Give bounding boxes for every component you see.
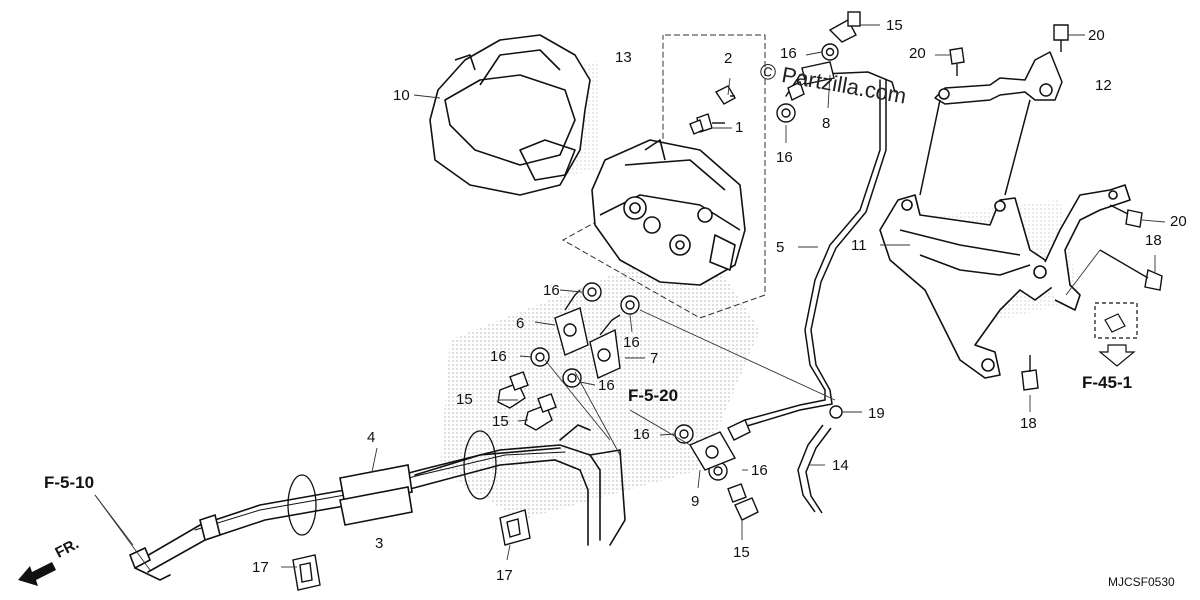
callout-16-top: 16 [780, 45, 797, 62]
callout-15-mid-b: 15 [492, 413, 509, 430]
callout-12: 12 [1095, 77, 1112, 94]
reference-f-45-1[interactable]: F-45-1 [1082, 373, 1133, 392]
brake-pipe [734, 71, 896, 427]
callout-6: 6 [516, 315, 525, 332]
upper-bracket [919, 51, 1063, 196]
callout-15-lower-right: 15 [733, 544, 750, 561]
reference-box [1094, 302, 1138, 367]
callout-1: 1 [735, 119, 744, 136]
cover-part [429, 34, 591, 196]
callout-17-right: 17 [496, 567, 513, 584]
callout-18-upper: 18 [1145, 232, 1162, 249]
callout-16-mod-a: 16 [543, 282, 560, 299]
reference-f-5-20[interactable]: F-5-20 [628, 386, 679, 405]
vent-tube [797, 424, 832, 514]
callout-11: 11 [851, 237, 867, 254]
callout-4: 4 [367, 429, 376, 446]
callout-15-top: 15 [886, 17, 903, 34]
callout-15-mid-a: 15 [456, 391, 473, 408]
callout-18-lower: 18 [1020, 415, 1037, 432]
diagram-code: MJCSF0530 [1108, 575, 1175, 589]
callout-9: 9 [691, 493, 700, 510]
sealing-washers [530, 43, 839, 481]
hose-grommets [287, 430, 497, 536]
callout-5: 5 [776, 239, 785, 256]
front-arrow-icon [18, 562, 56, 586]
mounting-bolts [949, 24, 1163, 391]
callout-10: 10 [393, 87, 410, 104]
callout-14: 14 [832, 457, 849, 474]
callout-8: 8 [822, 115, 831, 132]
callout-19: 19 [868, 405, 885, 422]
callout-16-upper: 16 [776, 149, 793, 166]
hose-fittings [554, 289, 621, 379]
callout-16-left-joint: 16 [633, 426, 650, 443]
callout-2: 2 [724, 50, 733, 67]
callout-16-mid-a: 16 [490, 348, 507, 365]
joint-bracket [688, 419, 751, 471]
callout-16-mod-b: 16 [623, 334, 640, 351]
callout-20-left: 20 [909, 45, 926, 62]
abs-modulator-part [591, 139, 746, 286]
callout-3: 3 [375, 535, 384, 552]
callout-16-mid-b: 16 [598, 377, 615, 394]
modulator-group-outline [561, 34, 766, 319]
brake-hoses [128, 424, 626, 581]
leader-lines [94, 24, 1166, 571]
callout-7: 7 [650, 350, 659, 367]
callout-20-side: 20 [1170, 213, 1187, 230]
hose-clamps [292, 509, 531, 591]
callout-16-joint: 16 [751, 462, 768, 479]
callout-20-right: 20 [1088, 27, 1105, 44]
banjo-bolts [497, 11, 861, 521]
callout-13: 13 [615, 49, 632, 66]
pipe-joint [787, 61, 835, 101]
clip [829, 405, 843, 419]
mounting-bracket [879, 184, 1131, 379]
reference-f-5-10[interactable]: F-5-10 [44, 473, 95, 492]
callout-17-left: 17 [252, 559, 269, 576]
valve-parts [689, 85, 736, 135]
